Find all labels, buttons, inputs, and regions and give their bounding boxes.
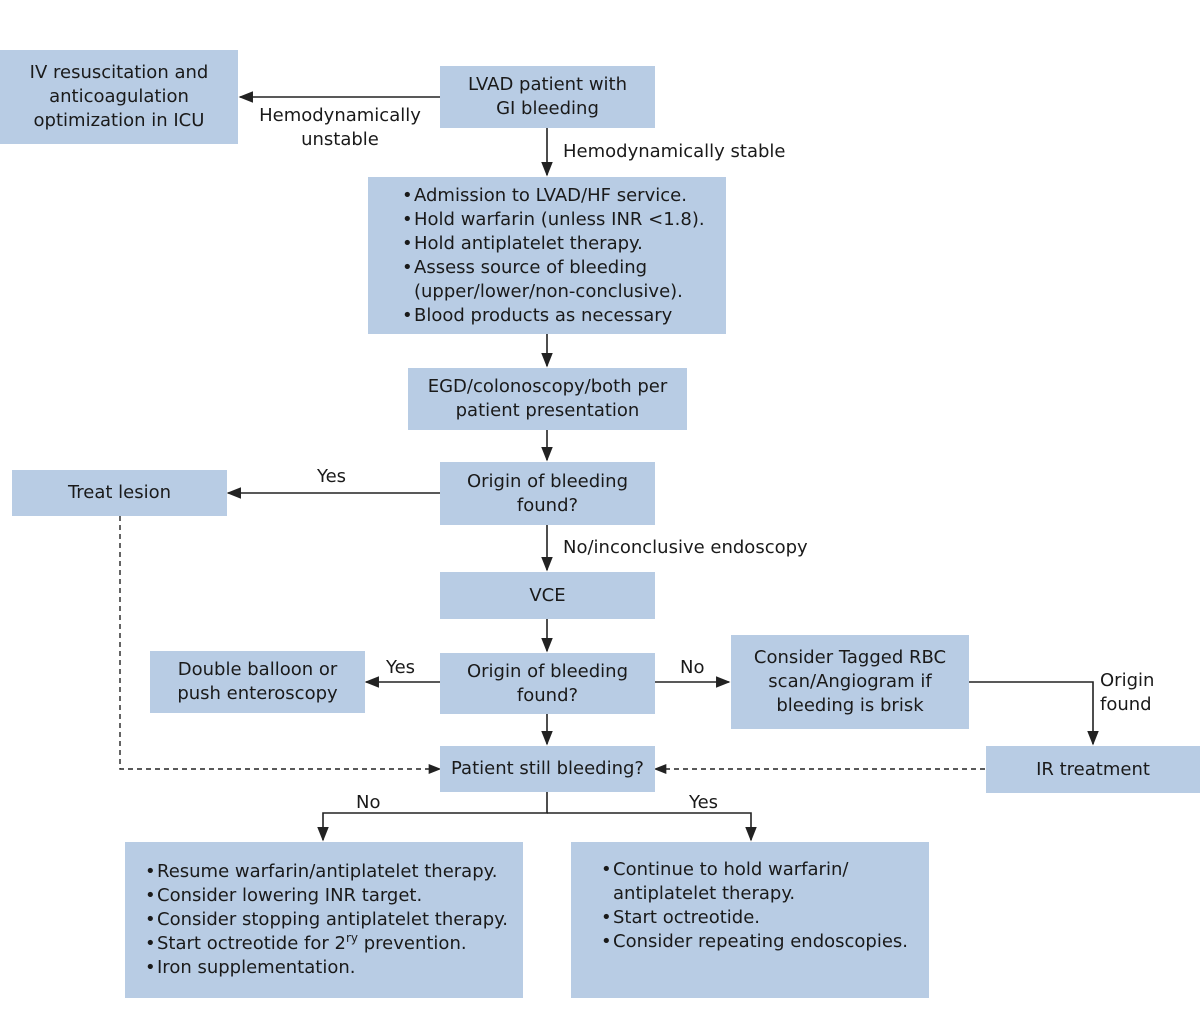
node-yes-branch-actions: Continue to hold warfarin/ antiplatelet …: [571, 842, 929, 998]
node-text-line: LVAD patient with: [467, 74, 628, 95]
yes-branch-item: Continue to hold warfarin/: [599, 858, 908, 882]
node-ir-treatment: IR treatment: [986, 746, 1200, 793]
node-text-line: scan/Angiogram if: [768, 671, 932, 692]
node-text-line: Patient still bleeding?: [451, 758, 644, 779]
no-branch-item: Consider lowering INR target.: [143, 884, 508, 908]
admission-item: Assess source of bleeding: [400, 256, 705, 280]
edge-still-to-yes-branch: [547, 812, 757, 842]
octreotide-superscript: ry: [345, 931, 359, 945]
node-icu-resuscitation: IV resuscitation and anticoagulation opt…: [0, 50, 238, 144]
edge-still-to-no-branch: [317, 792, 548, 842]
node-text-line: Double balloon or: [177, 659, 338, 680]
node-lvad-patient: LVAD patient with GI bleeding: [440, 66, 655, 128]
node-egd-colonoscopy: EGD/colonoscopy/both per patient present…: [408, 368, 687, 430]
octreotide-text: Start octreotide for 2: [157, 933, 346, 954]
edge-label-no-3: No: [356, 792, 381, 813]
node-text-line: Treat lesion: [67, 482, 172, 503]
admission-item-continuation: (upper/lower/non-conclusive).: [414, 280, 683, 302]
edge-tagged-to-ir: [969, 681, 1099, 746]
node-double-balloon: Double balloon or push enteroscopy: [150, 651, 365, 713]
edge-label-stable: Hemodynamically stable: [563, 141, 786, 162]
admission-item: Hold antiplatelet therapy.: [400, 232, 705, 256]
octreotide-text-end: prevention.: [358, 933, 467, 954]
node-text-line: found?: [516, 684, 579, 706]
node-no-branch-actions: Resume warfarin/antiplatelet therapy. Co…: [125, 842, 523, 998]
edge-label-yes-2: Yes: [386, 657, 416, 678]
edge-label-unstable: Hemodynamically unstable: [258, 104, 422, 152]
node-text-line: IV resuscitation and: [29, 62, 209, 83]
yes-branch-item: Consider repeating endoscopies.: [599, 930, 908, 954]
edge-label-line: Hemodynamically: [259, 105, 421, 126]
node-treat-lesion: Treat lesion: [12, 470, 227, 516]
node-text-line: patient presentation: [455, 400, 640, 421]
node-text-line: found?: [516, 494, 579, 516]
node-text-line: GI bleeding: [496, 98, 599, 119]
node-text-line: Origin of bleeding: [466, 660, 629, 682]
node-text-line: Consider Tagged RBC: [753, 647, 947, 668]
edge-label-yes-3: Yes: [689, 792, 719, 813]
node-admission-steps: Admission to LVAD/HF service. Hold warfa…: [368, 177, 726, 334]
edge-label-no-inconclusive: No/inconclusive endoscopy: [563, 537, 808, 558]
node-patient-still-bleeding: Patient still bleeding?: [440, 746, 655, 792]
edge-label-line: unstable: [301, 129, 379, 150]
node-origin-found-1: Origin of bleeding found?: [440, 462, 655, 525]
node-text-line: push enteroscopy: [177, 683, 338, 704]
node-text-line: bleeding is brisk: [776, 695, 924, 716]
edge-label-line: Origin: [1100, 670, 1155, 691]
no-branch-item: Consider stopping antiplatelet therapy.: [143, 908, 508, 932]
node-tagged-rbc-scan: Consider Tagged RBC scan/Angiogram if bl…: [731, 635, 969, 729]
yes-branch-item: Start octreotide.: [599, 906, 908, 930]
no-branch-item: Iron supplementation.: [143, 956, 508, 980]
no-branch-item: Resume warfarin/antiplatelet therapy.: [143, 860, 508, 884]
node-text-line: anticoagulation: [49, 86, 189, 107]
admission-item: Hold warfarin (unless INR <1.8).: [400, 208, 705, 232]
edge-label-no-2: No: [680, 657, 705, 678]
no-branch-item-octreotide: Start octreotide for 2ry prevention.: [143, 932, 508, 956]
edge-label-line: found: [1100, 694, 1152, 715]
node-text-line: VCE: [529, 584, 566, 606]
yes-branch-item-continuation: antiplatelet therapy.: [613, 883, 796, 904]
node-text-line: optimization in ICU: [33, 110, 205, 131]
admission-item: Blood products as necessary: [400, 304, 705, 328]
edge-treat-to-still-dashed: [119, 516, 442, 775]
admission-item: Admission to LVAD/HF service.: [400, 184, 705, 208]
edge-label-origin-found: Origin found: [1100, 669, 1154, 717]
node-text-line: EGD/colonoscopy/both per: [427, 376, 668, 397]
node-text-line: IR treatment: [1036, 758, 1150, 780]
edge-label-yes-1: Yes: [317, 466, 347, 487]
node-origin-found-2: Origin of bleeding found?: [440, 653, 655, 714]
node-text-line: Origin of bleeding: [466, 470, 629, 492]
node-vce: VCE: [440, 572, 655, 619]
